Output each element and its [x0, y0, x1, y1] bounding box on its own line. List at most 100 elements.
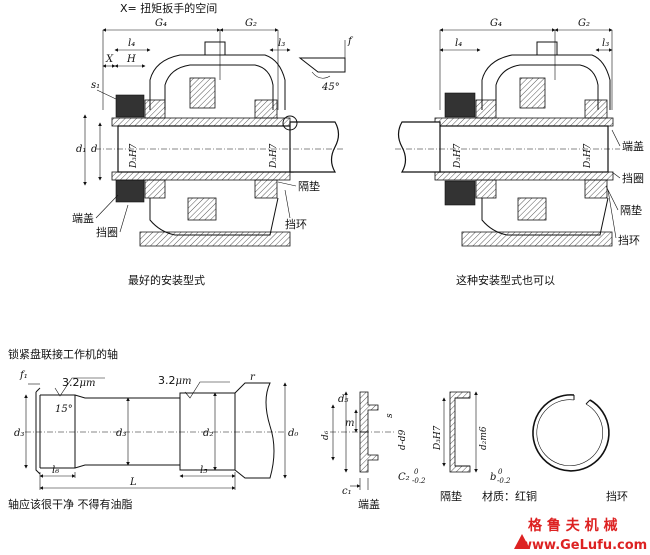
label-d3h7-r-b: D₃H7: [583, 143, 593, 169]
bearing-r3: [475, 179, 497, 199]
label-s: s: [385, 413, 395, 418]
label-d0: d₀: [288, 428, 298, 439]
label-D3H7: D₃H7: [433, 425, 443, 451]
label-g4: G₄: [155, 18, 167, 29]
label-d3h7-r-a: D₃H7: [453, 143, 463, 169]
label-d: d: [91, 144, 97, 155]
label-d3h7-a: D₃H7: [129, 143, 139, 169]
label-l4-r: l₄: [455, 38, 462, 49]
leader-s1: [96, 89, 119, 101]
label-ring-r: 挡环: [618, 233, 640, 247]
leader-retainer: [119, 204, 129, 233]
label-l6: l₆: [52, 465, 59, 476]
leader-ring-r: [607, 189, 617, 239]
label-end-cap-part: 端盖: [358, 497, 380, 511]
shaft-note: 轴应该很干净 不得有油脂: [8, 497, 133, 511]
label-g4-r: G₄: [490, 18, 502, 29]
label-rough-2: 3.2μm: [158, 374, 191, 387]
label-d-d9: d-d9: [398, 429, 408, 450]
base-plate: [139, 231, 291, 247]
label-c2-tol2: -0.2: [412, 477, 426, 485]
right-assembly: G₄ G₂ l₄ l₃ D₃H7 D₃H7 端盖 挡圈 隔垫 挡环 这种安: [395, 18, 644, 287]
leader-ring: [284, 189, 291, 219]
breather: [204, 41, 226, 56]
leader-end-cap-r: [611, 129, 621, 147]
roughness-mark-1: [54, 377, 105, 397]
bearing-r2: [584, 99, 608, 119]
label-m: m: [345, 418, 354, 429]
end-cap-drawing: d₅ d₆ m s d-d9 c₁ C₂ 0 -0.2 端盖: [321, 391, 426, 511]
hollow-shaft-bottom: [111, 171, 291, 181]
label-retainer: 挡圈: [96, 225, 118, 239]
label-d3-left: d₃: [14, 428, 24, 439]
label-spacer-r: 隔垫: [620, 203, 642, 217]
hollow-shaft-bottom-r: [434, 171, 614, 181]
bearing-right-top: [254, 99, 278, 119]
label-d3-mid: d₃: [116, 428, 126, 439]
label-spacer: 隔垫: [298, 179, 320, 193]
chamfer-detail: [298, 57, 346, 73]
label-x: X: [105, 54, 114, 65]
label-rough-1: 3.2μm: [62, 376, 95, 389]
label-l4: l₄: [128, 38, 135, 49]
shaft-left-chamfer-top: [35, 387, 41, 393]
caption-best: 最好的安装型式: [128, 273, 205, 287]
label-c2-tol: 0: [414, 468, 419, 476]
leader-end-cap: [95, 194, 119, 219]
spacer-drawing: D₃H7 d₂m6 b 0 -0.2 隔垫 材质：红铜: [433, 391, 537, 503]
label-d2m6: d₂m6: [479, 426, 489, 450]
bearing-r1: [475, 99, 497, 119]
label-b-tol: 0: [498, 468, 503, 476]
watermark: 格 鲁 夫 机 械 www.GeLufu.com: [514, 517, 647, 553]
shaft-title: 锁紧盘联接工作机的轴: [8, 347, 118, 361]
shaft-left-chamfer: [35, 392, 41, 475]
base-plate-r: [461, 231, 613, 247]
shrink-disc-top: [115, 94, 145, 118]
spacer-section: [449, 391, 471, 473]
label-r: r: [250, 372, 256, 383]
label-ring: 挡环: [285, 217, 307, 231]
label-L: L: [129, 477, 137, 488]
caption-also-ok: 这种安装型式也可以: [456, 273, 555, 287]
label-b: b: [490, 472, 496, 483]
label-15: 15°: [55, 404, 73, 415]
leader-retainer-r: [611, 171, 621, 179]
label-l5: l₅: [200, 465, 207, 476]
watermark-logo-icon: [514, 534, 530, 549]
watermark-cn: 格 鲁 夫 机 械: [528, 517, 618, 534]
end-cap-bottom-section: [359, 431, 379, 473]
shaft-end: [289, 121, 340, 173]
gear-top: [189, 77, 216, 109]
bearing-left-top: [144, 99, 166, 119]
label-d1: d₁: [76, 144, 86, 155]
label-c1: c₁: [342, 486, 352, 497]
ring-gap-2: [585, 399, 591, 405]
watermark-url: www.GeLufu.com: [520, 538, 647, 553]
shrink-disc-bottom: [115, 179, 145, 203]
label-g2: G₂: [245, 18, 257, 29]
ring-inner: [536, 399, 604, 467]
breather-r: [536, 41, 558, 56]
housing-inner-r: [495, 64, 599, 110]
label-l3: l₃: [278, 38, 285, 49]
legend-text: X= 扭矩扳手的空间: [120, 1, 217, 15]
retaining-ring-drawing: 挡环: [532, 394, 628, 503]
angle-arc: [311, 71, 331, 79]
housing-inner: [164, 64, 274, 110]
hollow-shaft-top: [111, 117, 291, 127]
label-d6: d₆: [321, 430, 331, 440]
shaft-end-r: [397, 121, 441, 173]
bearing-r4: [584, 179, 608, 199]
label-d2: d₂: [203, 428, 213, 439]
bearing-left-bottom: [144, 179, 166, 199]
leader-spacer: [277, 181, 297, 187]
label-ring-part: 挡环: [606, 489, 628, 503]
label-h: H: [126, 54, 136, 65]
label-b-tol2: -0.2: [497, 477, 511, 485]
label-material: 材质：红铜: [482, 489, 537, 503]
left-assembly: G₄ G₂ l₄ l₃ X H s₁ d₁ d: [72, 18, 354, 287]
gear-top-r: [519, 77, 546, 109]
hollow-shaft-top-r: [434, 117, 614, 127]
gear-bottom-r: [517, 197, 547, 221]
